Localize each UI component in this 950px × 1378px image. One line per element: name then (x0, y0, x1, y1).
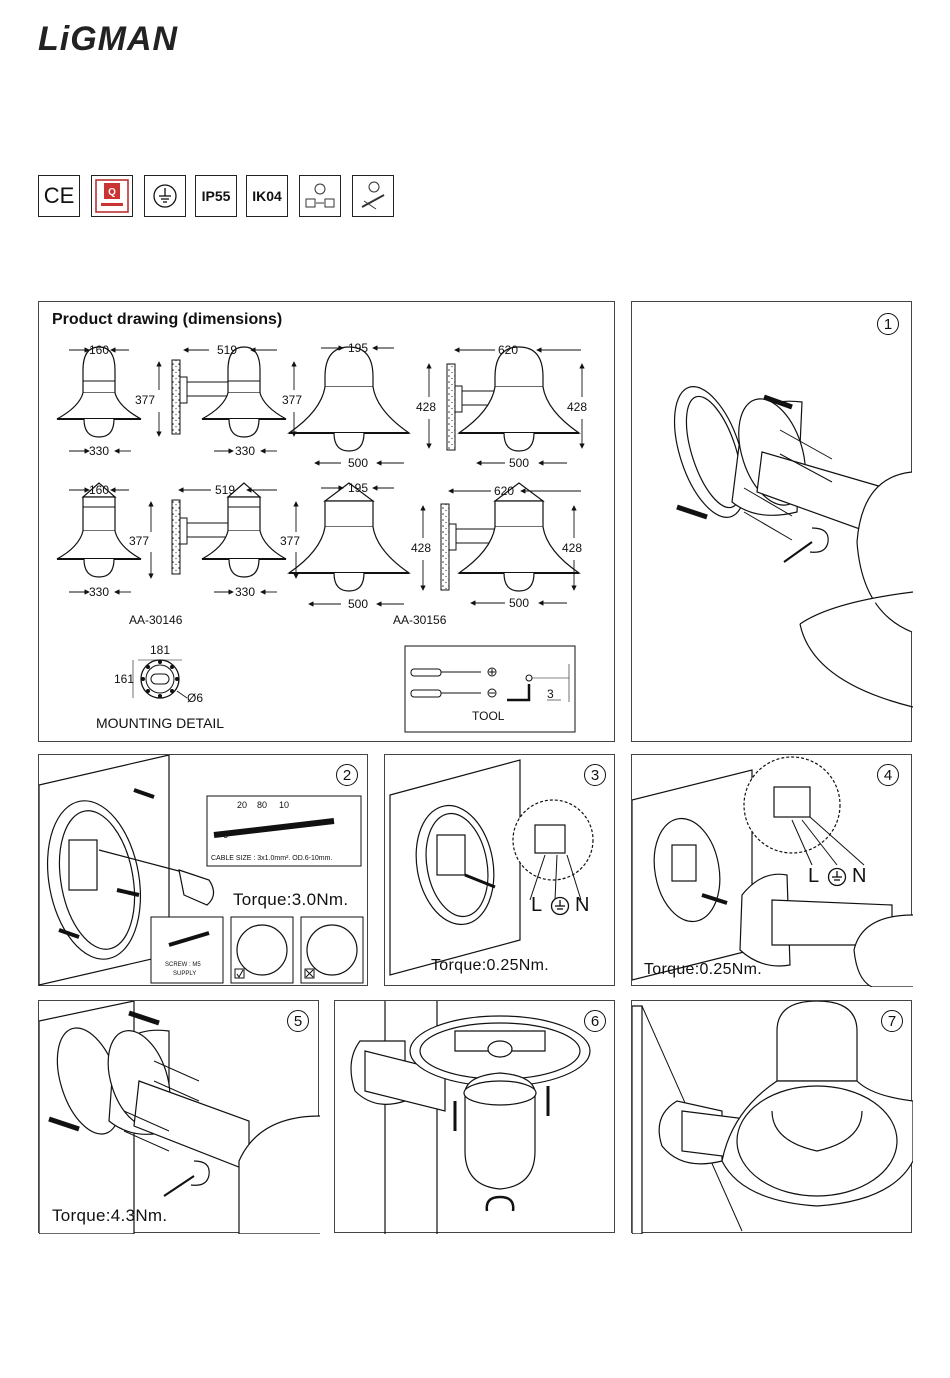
step-4-torque: Torque:0.25Nm. (644, 961, 763, 978)
lamp-bulb-icon (352, 175, 394, 217)
step-7-illustration (632, 1001, 913, 1234)
dim-r1-c-bottom: 500 (348, 456, 369, 470)
lamp-type-icon (299, 175, 341, 217)
dim-r2-a-top: 160 (89, 483, 110, 497)
screw-size: SCREW : M5 (165, 962, 201, 968)
dim-r2-d-top: 620 (494, 484, 515, 498)
step-1-panel: 1 (631, 301, 913, 742)
dim-r1-a-bottom: 330 (89, 444, 110, 458)
step-4-illustration (632, 756, 913, 987)
mounting-hole: Ø6 (187, 691, 204, 705)
step-5-panel: 5 Torque:4.3Nm. (38, 1000, 320, 1234)
step-3-panel: 3 L N Torque:0.25Nm. (384, 754, 615, 986)
dim-r1-d-height-left: 428 (416, 400, 437, 414)
model-right: AA-30156 (393, 613, 447, 627)
product-drawing-panel: Product drawing (dimensions) (38, 301, 615, 742)
dim-r1-b-top: 519 (217, 343, 238, 357)
step-2-torque: Torque:3.0Nm. (233, 890, 349, 909)
dim-r1-b-height: 377 (282, 393, 303, 407)
cable-size-note: CABLE SIZE : 3x1.0mm². OD.6-10mm. (211, 855, 333, 862)
dim-r1-a-height: 377 (135, 393, 156, 407)
tool-size: 3 (547, 687, 554, 701)
step-1-illustration (673, 386, 913, 708)
strip-length-c: 10 (279, 800, 290, 810)
ip-rating-icon: IP55 (195, 175, 237, 217)
step-7-panel: 7 (631, 1000, 913, 1234)
strip-length-a: 20 (237, 800, 248, 810)
dim-r2-b-bottom: 330 (235, 585, 256, 599)
step-1-number: 1 (877, 313, 899, 335)
strip-length-d: 6 (223, 830, 229, 840)
step-3-torque: Torque:0.25Nm. (431, 957, 550, 974)
dim-r2-c-top: 195 (348, 481, 369, 495)
step-6-number: 6 (584, 1010, 606, 1032)
step-4-panel: 4 L N Torque:0.25Nm. (631, 754, 913, 987)
dim-r2-d-height-right: 428 (562, 541, 583, 555)
mounting-detail-label: MOUNTING DETAIL (96, 715, 225, 731)
step-7-number: 7 (881, 1010, 903, 1032)
dim-r2-a-bottom: 330 (89, 585, 110, 599)
mounting-width: 181 (150, 643, 171, 657)
step-6-illustration (350, 1001, 591, 1234)
dim-r1-c-top: 195 (348, 341, 369, 355)
dim-r2-b-top: 519 (215, 483, 236, 497)
dimension-drawings (56, 345, 585, 733)
dim-r1-a-top: 160 (89, 343, 110, 357)
quality-seal-icon: Q (91, 175, 133, 217)
product-drawing-title: Product drawing (dimensions) (52, 311, 283, 328)
wire-neutral-label: N (575, 894, 590, 916)
screw-supply: SUPPLY (173, 971, 197, 977)
step-6-panel: 6 (334, 1000, 615, 1234)
strip-length-b: 80 (257, 800, 268, 810)
dim-r2-b-height: 377 (280, 534, 301, 548)
dim-r1-d-height-right: 428 (567, 400, 588, 414)
step-2-number: 2 (336, 764, 358, 786)
mounting-height: 161 (114, 672, 135, 686)
wire-live-label: L (808, 865, 820, 887)
brand-logo: LiGMAN (38, 20, 179, 58)
dim-r1-d-bottom: 500 (509, 456, 530, 470)
step-4-number: 4 (877, 764, 899, 786)
dim-r2-d-bottom: 500 (509, 596, 530, 610)
earth-ground-icon (144, 175, 186, 217)
tool-label: TOOL (472, 709, 505, 723)
svg-text:Q: Q (108, 187, 116, 198)
step-5-torque: Torque:4.3Nm. (52, 1206, 168, 1225)
dim-r1-b-bottom: 330 (235, 444, 256, 458)
step-3-number: 3 (584, 764, 606, 786)
dim-r2-d-height-left: 428 (411, 541, 432, 555)
model-left: AA-30146 (129, 613, 183, 627)
wire-live-label: L (531, 894, 543, 916)
earth-ground-icon (827, 867, 847, 887)
step-2-panel: 2 20 80 10 6 CABLE SIZE : 3x1.0mm². OD.6… (38, 754, 368, 986)
step-3-illustration (389, 759, 594, 976)
ik-rating-icon: IK04 (246, 175, 288, 217)
dim-r2-a-height: 377 (129, 534, 150, 548)
ce-mark-icon: CE (38, 175, 80, 217)
dim-r1-d-top: 620 (498, 343, 519, 357)
earth-ground-icon (550, 896, 570, 916)
step-5-illustration (39, 1001, 320, 1234)
wire-neutral-label: N (852, 865, 867, 887)
dim-r2-c-bottom: 500 (348, 597, 369, 611)
step-2-illustration (39, 755, 364, 986)
step-5-number: 5 (287, 1010, 309, 1032)
